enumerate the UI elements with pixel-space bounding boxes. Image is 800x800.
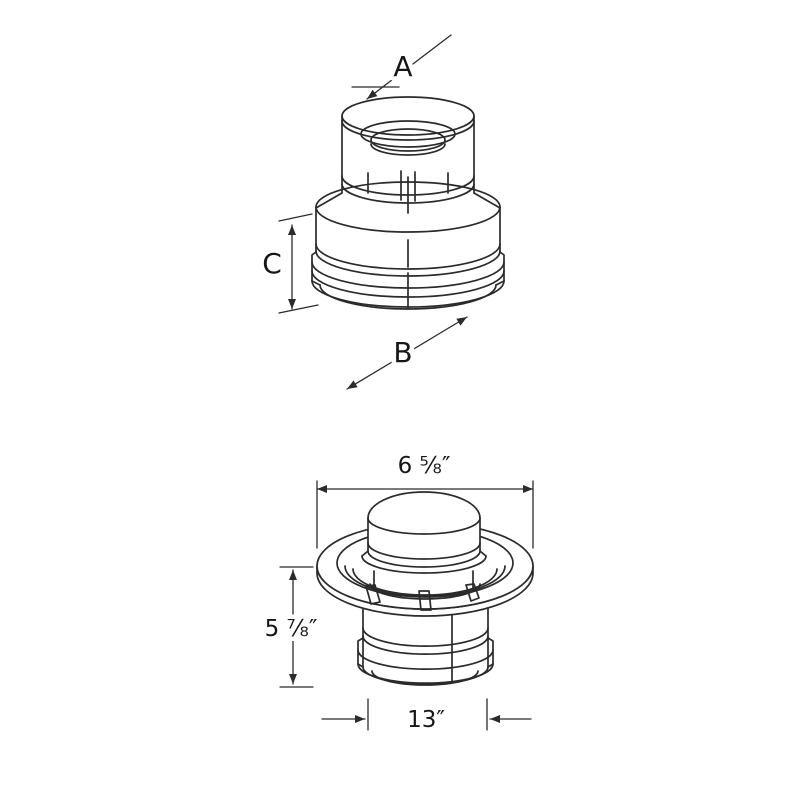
dim-a-arrow-line [366,34,452,100]
body-bottom-arc [319,284,497,310]
cylinder-band-left [357,637,364,665]
dim-c-witness-top [278,213,313,222]
cylinder-lip-left [357,663,364,668]
dim-a-label: A [393,50,412,83]
dimension-height: 5 ⅞″ [260,566,322,688]
dim-b-label: B [393,336,412,369]
dim-c-label: C [262,247,282,280]
dimension-width: 6 ⅝″ [316,449,534,549]
gusset-right [465,583,480,602]
cylinder-ring-1 [362,627,489,647]
gusset-left [365,584,381,605]
support-bowl-details [365,570,481,611]
shoulder-flare-left [315,192,343,209]
cap-skirt-left [361,550,369,557]
dim-base-label: 13″ [407,707,445,733]
dim-height-label: 5 ⅞″ [265,616,318,642]
dim-b-arrow-line [346,316,468,390]
shoulder-flare-right [473,192,501,209]
pipe-opening [370,128,446,152]
crown-notches [367,170,449,202]
crown-collar-ring [360,120,456,148]
cylinder-band-ring [357,649,494,670]
flange-bowl-inner [352,568,498,596]
dim-width-label: 6 ⅝″ [398,453,451,479]
cap-skirt-arc [361,555,487,574]
dimension-base: 13″ [321,698,532,738]
dimension-c: C [258,213,319,314]
cap-step-ring [367,542,481,560]
dimension-b: B [346,316,468,390]
dim-c-witness-bottom [278,304,319,314]
cylinder-band-right [487,637,494,665]
gusset-center [418,590,432,611]
adapter-body [311,176,505,310]
cylinder-ring-2 [362,635,489,655]
pipe-opening-lip [370,143,446,156]
cap-base-ring [367,517,481,535]
top-figure: A C B [258,34,505,390]
crown-rim-inner [341,120,475,141]
flange-bowl-ring [344,565,506,597]
dimension-a: A [351,34,452,100]
cylinder-lip-right [487,663,494,668]
body-lip-right [495,280,505,286]
body-ring-1 [315,243,501,270]
body-lip-left [311,280,321,286]
support-cap [361,491,487,574]
support-lower-cylinder [357,599,494,686]
cylinder-bottom-inner [371,670,479,686]
bottom-figure: 6 ⅝″ 5 ⅞″ 13″ [260,449,534,738]
cylinder-bottom-outer [362,666,489,685]
cap-skirt-right [479,550,487,557]
bowl-opening-arc [369,583,481,600]
cylinder-band-bottom [357,663,494,684]
